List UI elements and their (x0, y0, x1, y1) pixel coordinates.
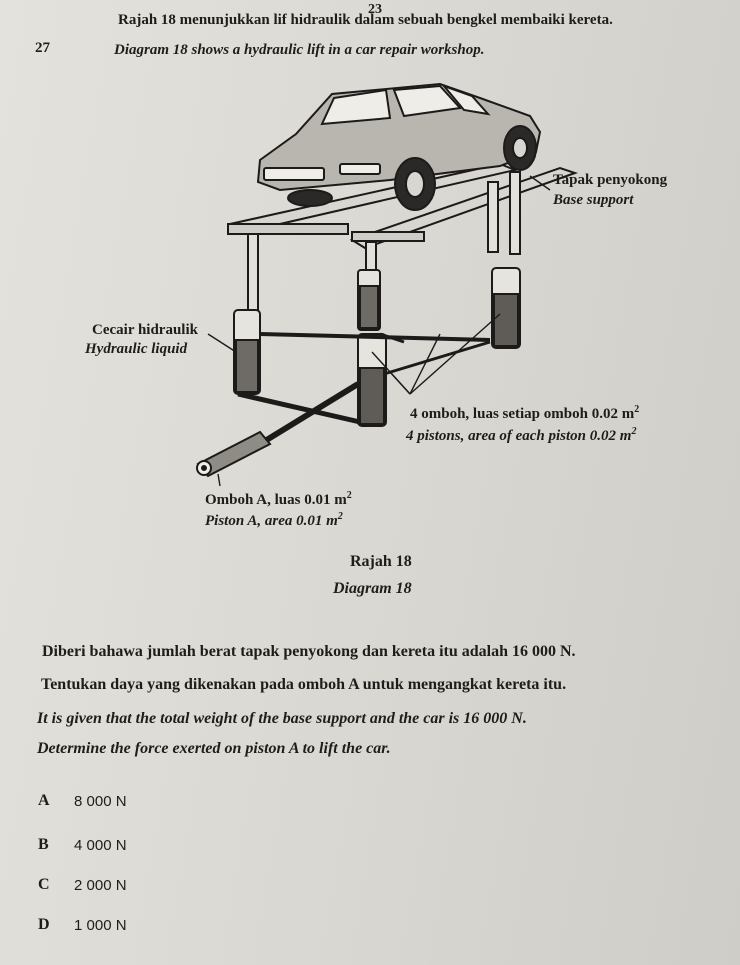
diagram-caption-malay: Rajah 18 (350, 553, 412, 570)
task-statement-malay: Tentukan daya yang dikenakan pada omboh … (41, 676, 567, 693)
question-text-english: Diagram 18 shows a hydraulic lift in a c… (114, 42, 485, 58)
crossbar-mid (351, 231, 425, 242)
option-b-letter[interactable]: B (38, 836, 49, 853)
given-statement-english: It is given that the total weight of the… (37, 710, 527, 727)
option-d-letter[interactable]: D (38, 916, 50, 933)
piston-a-label-malay: Omboh A, luas 0.01 m2 (205, 490, 352, 508)
diagram-caption-english: Diagram 18 (333, 580, 412, 597)
piston-a-label-english: Piston A, area 0.01 m2 (205, 511, 343, 529)
option-c-letter[interactable]: C (38, 876, 50, 893)
base-support-label-english: Base support (553, 192, 634, 208)
option-a-text[interactable]: 8 000 N (74, 793, 127, 810)
option-c-text[interactable]: 2 000 N (74, 877, 127, 894)
hydraulic-liquid-label-malay: Cecair hidraulik (92, 322, 198, 338)
page-number: 23 (368, 2, 382, 17)
car-illustration (256, 82, 542, 211)
question-number: 27 (35, 40, 50, 56)
pistons-label-malay: 4 omboh, luas setiap omboh 0.02 m2 (410, 404, 640, 422)
question-text-malay: Rajah 18 menunjukkan lif hidraulik dalam… (118, 12, 613, 28)
pistons-label-english: 4 pistons, area of each piston 0.02 m2 (406, 426, 637, 444)
option-b-text[interactable]: 4 000 N (74, 837, 127, 854)
hydraulic-liquid-label-english: Hydraulic liquid (85, 341, 188, 357)
option-d-text[interactable]: 1 000 N (74, 917, 127, 934)
crossbar-front (227, 223, 349, 235)
given-statement-malay: Diberi bahawa jumlah berat tapak penyoko… (42, 643, 576, 660)
base-support-label-malay: Tapak penyokong (553, 172, 668, 188)
option-a-letter[interactable]: A (38, 792, 50, 809)
task-statement-english: Determine the force exerted on piston A … (37, 740, 391, 757)
hydraulic-lift-diagram (196, 82, 579, 487)
